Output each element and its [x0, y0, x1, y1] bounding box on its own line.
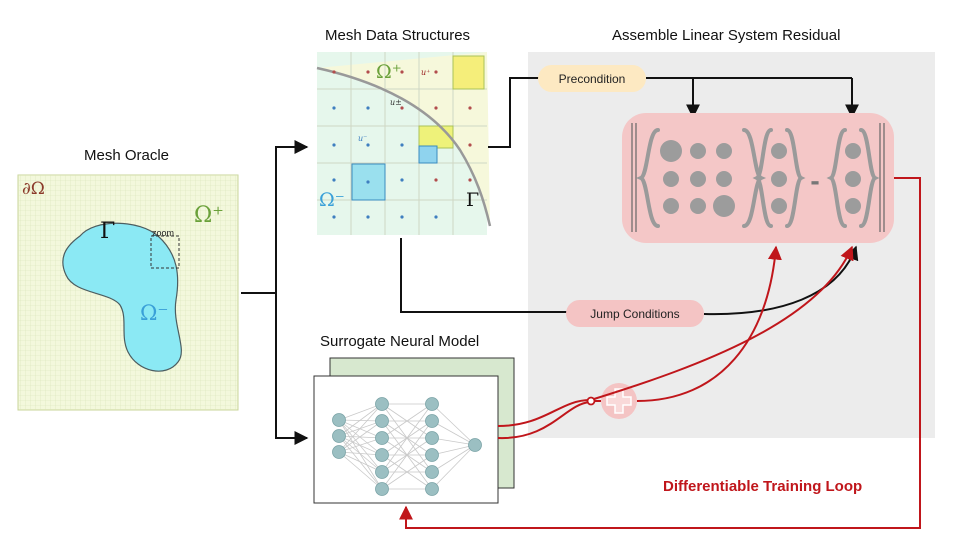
nn-nodes	[332, 397, 482, 496]
training-flows	[497, 399, 591, 440]
mesh-oracle-domain: zoom ∂Ω Γ Ω⁺ Ω⁻	[17, 174, 239, 411]
sum-node	[601, 383, 637, 419]
mesh-to-precondition-line	[488, 77, 540, 148]
mesh-gamma-label: Γ	[466, 189, 479, 211]
cell-highlight-top	[452, 55, 485, 90]
mesh-data-grid: Ω⁺ Ω⁻ Γ u⁺ u⁻ u±	[316, 52, 492, 235]
boundary-label: ∂Ω	[22, 179, 45, 199]
interface-curve	[316, 66, 492, 227]
training-loop-arrow	[399, 177, 921, 529]
solution-vector	[771, 143, 787, 214]
linear-system: -	[622, 113, 894, 243]
mesh-omega-minus-label: Ω⁻	[319, 189, 345, 211]
mesh-omega-plus-label: Ω⁺	[376, 61, 402, 83]
jump-arrow-rhs	[703, 245, 859, 316]
minus-operator: -	[810, 165, 819, 196]
jump-line-in	[400, 238, 568, 313]
omega-plus-label: Ω⁺	[194, 203, 224, 228]
junction-to-rhs-arrow	[593, 245, 854, 400]
matrix-entries	[660, 140, 735, 217]
assemble-panel	[528, 52, 935, 438]
precondition-pill: Precondition	[538, 65, 646, 92]
jump-conditions-label: Jump Conditions	[590, 307, 679, 321]
junction-point	[586, 396, 596, 406]
cell-highlight-mid	[418, 125, 454, 149]
mesh-oracle-title: Mesh Oracle	[84, 147, 170, 164]
u-minus-label: u⁻	[358, 134, 367, 143]
gamma-label: Γ	[100, 219, 115, 244]
u-pm-label: u±	[390, 98, 402, 107]
precondition-label: Precondition	[559, 72, 626, 86]
training-loop-label: Differentiable Training Loop	[663, 478, 863, 495]
u-plus-label: u⁺	[421, 68, 430, 77]
mesh-data-structures-title: Mesh Data Structures	[325, 27, 471, 44]
surrogate-model-title: Surrogate Neural Model	[320, 333, 480, 350]
assemble-residual-title: Assemble Linear System Residual	[612, 27, 841, 44]
zoom-label: zoom	[152, 228, 174, 238]
cell-highlight-cut	[418, 145, 438, 164]
sum-to-solution-arrow	[636, 245, 782, 402]
nn-edges	[338, 403, 476, 490]
omega-minus-label: Ω⁻	[140, 301, 169, 325]
jump-conditions-pill: Jump Conditions	[566, 300, 704, 327]
rhs-vector	[845, 143, 861, 214]
oracle-branch-arrows	[241, 140, 309, 445]
